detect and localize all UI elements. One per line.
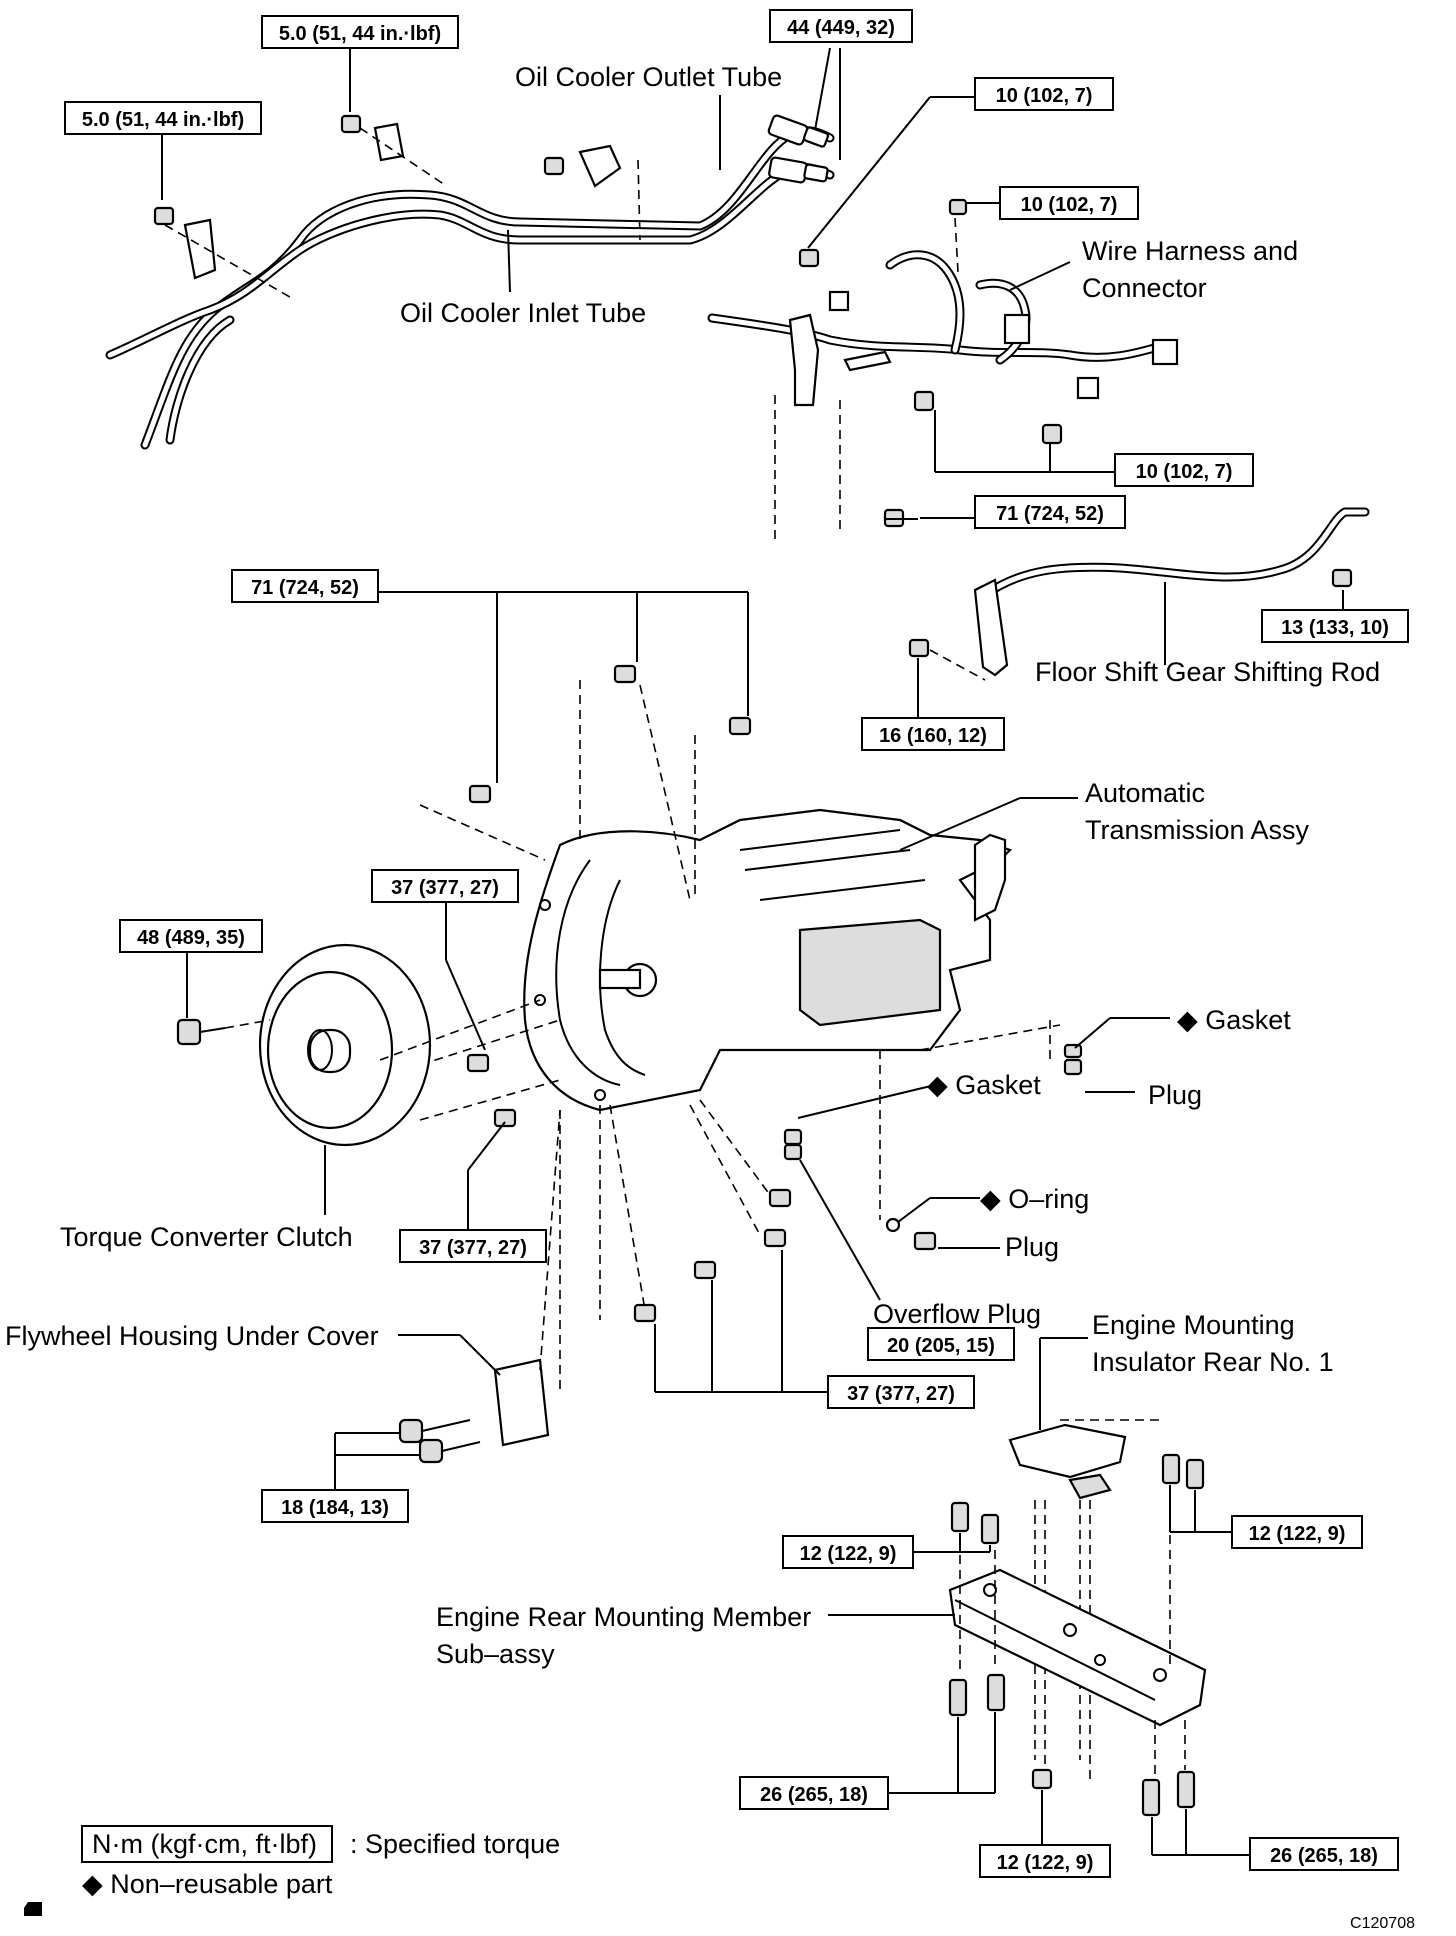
label-oil-cooler-inlet-tube: Oil Cooler Inlet Tube (400, 298, 646, 328)
label-wire-harness: Wire Harness and (1082, 236, 1298, 266)
torque-label: 71 (724, 52) (251, 577, 359, 599)
legend-unit-box: N·m (kgf·cm, ft·lbf) (92, 1829, 317, 1859)
legend-nonreusable: ◆ Non–reusable part (82, 1869, 333, 1899)
torque-label: 5.0 (51, 44 in.·lbf) (279, 23, 441, 45)
torque-label: 13 (133, 10) (1281, 617, 1389, 639)
label-automatic: Automatic (1085, 778, 1205, 808)
tube-bolts (153, 114, 641, 301)
transmission-assy (523, 808, 1013, 1112)
label-flywheel-cover: Flywheel Housing Under Cover (5, 1321, 379, 1351)
torque-label: 37 (377, 27) (847, 1383, 955, 1405)
label-oil-cooler-outlet-tube: Oil Cooler Outlet Tube (515, 62, 782, 92)
torque-label: 44 (449, 32) (787, 17, 895, 39)
flywheel-cover (398, 1109, 561, 1464)
torque-label: 10 (102, 7) (1136, 461, 1233, 483)
label-engine-mount: Engine Mounting (1092, 1310, 1295, 1340)
torque-spec-boxes: 5.0 (51, 44 in.·lbf) 5.0 (51, 44 in.·lbf… (64, 9, 1409, 1878)
label-plug-upper: Plug (1148, 1080, 1202, 1110)
torque-label: 37 (377, 27) (419, 1237, 527, 1259)
label-connector: Connector (1082, 273, 1207, 303)
leader-lines (161, 47, 1344, 1856)
label-insulator-rear: Insulator Rear No. 1 (1092, 1347, 1334, 1377)
torque-label: 12 (122, 9) (1249, 1523, 1346, 1545)
figure-code: C120708 (1350, 1915, 1415, 1932)
torque-label: 12 (122, 9) (800, 1543, 897, 1565)
label-torque-converter: Torque Converter Clutch (60, 1222, 353, 1252)
label-rear-member: Engine Rear Mounting Member (436, 1602, 811, 1632)
torque-label: 26 (265, 18) (1270, 1845, 1378, 1867)
engine-mount-insulator (950, 1419, 1205, 1780)
torque-label: 20 (205, 15) (887, 1335, 995, 1357)
page-marker-icon (24, 1902, 42, 1916)
torque-label: 10 (102, 7) (996, 85, 1093, 107)
torque-label: 16 (160, 12) (879, 725, 987, 747)
torque-label: 37 (377, 27) (391, 877, 499, 899)
label-transmission-assy: Transmission Assy (1085, 815, 1310, 845)
transmission-bolts (419, 664, 1083, 1390)
legend-unit-desc: : Specified torque (350, 1829, 560, 1859)
label-overflow-plug: Overflow Plug (873, 1299, 1041, 1329)
label-plug-lower: Plug (1005, 1232, 1059, 1262)
label-o-ring: ◆ O–ring (980, 1184, 1089, 1214)
torque-label: 5.0 (51, 44 in.·lbf) (82, 109, 244, 131)
torque-label: 10 (102, 7) (1021, 194, 1118, 216)
part-labels: Oil Cooler Outlet Tube Oil Cooler Inlet … (5, 62, 1380, 1669)
torque-label: 12 (122, 9) (997, 1852, 1094, 1874)
rear-mounting-member (948, 1490, 1207, 1817)
torque-label: 26 (265, 18) (760, 1784, 868, 1806)
torque-label: 71 (724, 52) (996, 503, 1104, 525)
torque-converter (176, 943, 541, 1147)
label-gasket-lower: ◆ Gasket (927, 1070, 1041, 1100)
torque-label: 18 (184, 13) (281, 1497, 389, 1519)
label-floor-shift-rod: Floor Shift Gear Shifting Rod (1035, 657, 1380, 687)
legend: N·m (kgf·cm, ft·lbf) : Specified torque … (81, 1825, 560, 1899)
label-sub-assy: Sub–assy (436, 1639, 555, 1669)
label-gasket-upper: ◆ Gasket (1177, 1005, 1291, 1035)
wire-harness (707, 198, 1179, 540)
oil-cooler-tubes (105, 114, 835, 450)
torque-label: 48 (489, 35) (137, 927, 245, 949)
floor-shift-rod (908, 507, 1370, 681)
